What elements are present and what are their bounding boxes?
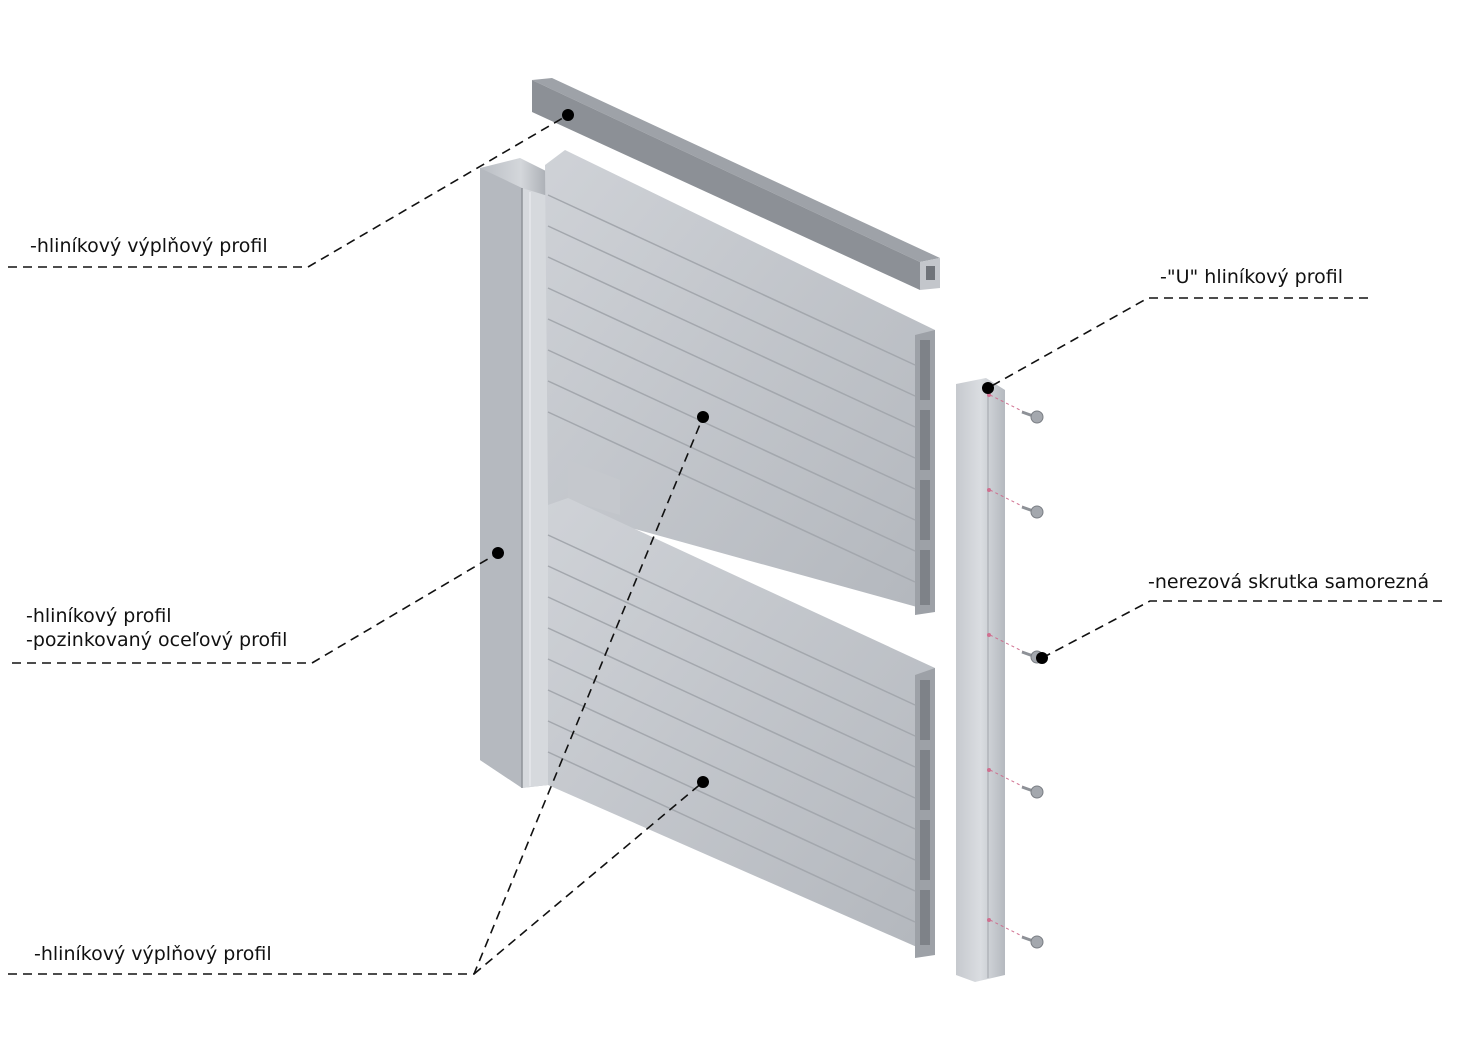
dot-upper-panel [697, 411, 709, 423]
dot-lower-panel [697, 776, 709, 788]
label-screw: -nerezová skrutka samorezná [1148, 571, 1430, 593]
dot-post-profile [492, 547, 504, 559]
callout-dots [492, 109, 1048, 788]
screw-1 [987, 393, 1044, 424]
label-steel-profile: -pozinkovaný oceľový profil [26, 629, 288, 651]
lower-panel-slats [547, 534, 916, 923]
label-bottom-fill-profile: -hliníkový výplňový profil [34, 943, 272, 965]
leader-u-profile [987, 297, 1368, 389]
leader-bottom-fill-b [473, 781, 704, 975]
dot-u-profile [982, 382, 994, 394]
upper-fill-panel [545, 150, 935, 615]
label-u-profile: -"U" hliníkový profil [1160, 266, 1344, 288]
leader-lines [8, 114, 1442, 975]
top-fill-profile-bar [532, 78, 940, 290]
leader-screw [1041, 600, 1442, 659]
screw-2 [987, 488, 1044, 519]
leader-top-fill-profile [8, 114, 569, 268]
upper-panel-slats [547, 194, 916, 583]
lower-fill-panel [547, 498, 935, 958]
left-post-profile [480, 158, 548, 788]
screw-5 [987, 918, 1044, 949]
u-profile-post [956, 378, 1005, 982]
label-top-fill-profile: -hliníkový výplňový profil [30, 235, 268, 257]
post-gap-opening [568, 460, 620, 515]
leader-post-profile [12, 552, 499, 664]
screw-4 [987, 768, 1044, 799]
label-alu-profile: -hliníkový profil [26, 605, 172, 627]
dot-screw [1036, 652, 1048, 664]
dot-top-fill-profile [562, 109, 574, 121]
